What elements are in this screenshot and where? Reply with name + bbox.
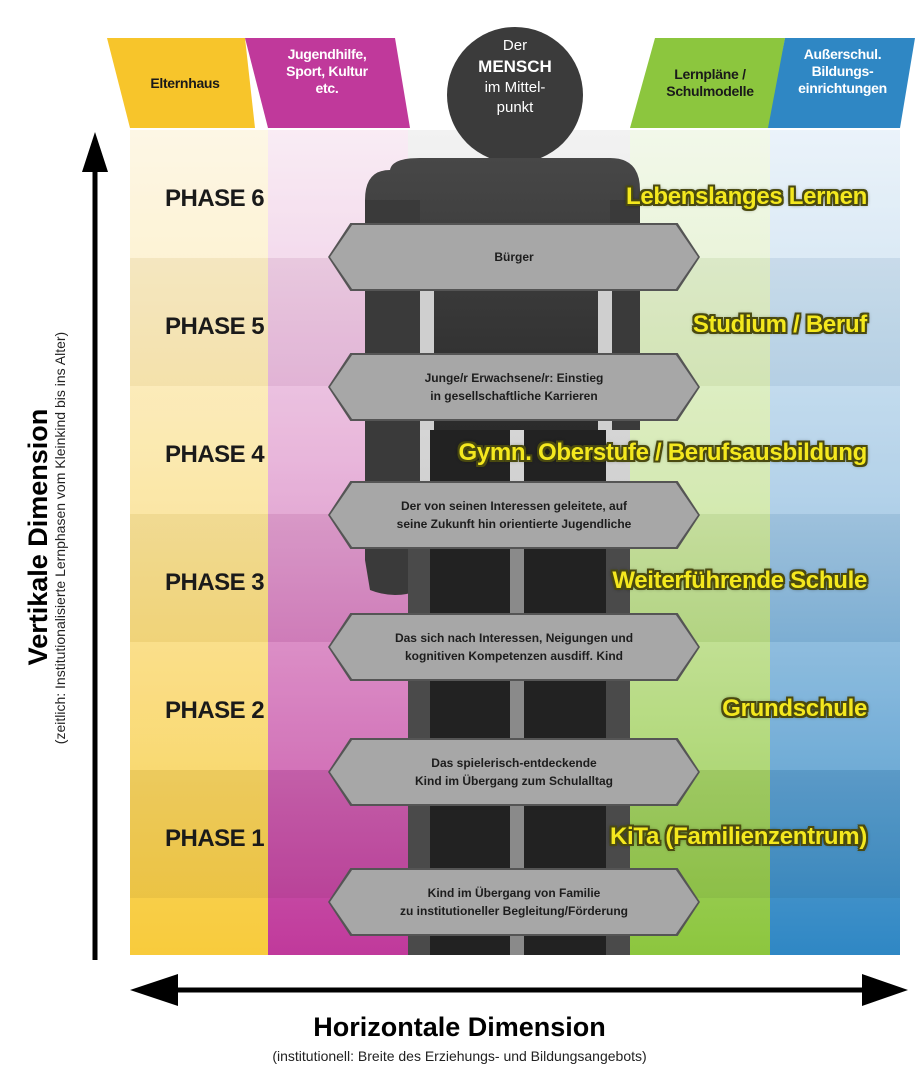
column-ausserschul	[770, 130, 900, 955]
stage-5-text: Junge/r Erwachsene/r: Einstieg in gesell…	[424, 371, 604, 403]
vertical-axis-subtitle: (zeitlich: Institutionalisierte Lernphas…	[52, 331, 68, 745]
horizontal-axis-arrowhead-left	[130, 974, 178, 1006]
header-ausserschul-shape	[768, 38, 915, 128]
header-ausserschul: Außerschul. Bildungs- einrichtungen	[798, 46, 887, 96]
head-line-3: im Mittel-	[484, 79, 546, 96]
stage-3-text: Das sich nach Interessen, Neigungen und …	[394, 631, 634, 663]
header-elternhaus-shape	[107, 38, 255, 128]
person-head	[447, 27, 583, 163]
stage-1-text: Kind im Übergang von Familie zu institut…	[400, 886, 628, 918]
stage-3-box: Das sich nach Interessen, Neigungen und …	[330, 615, 698, 679]
header-lernplaene: Lernpläne / Schulmodelle	[666, 66, 754, 99]
header-jugendhilfe-shape	[245, 38, 410, 128]
stage-1-box: Kind im Übergang von Familie zu institut…	[330, 870, 698, 934]
stage-4-text: Der von seinen Interessen geleitete, auf…	[396, 499, 632, 531]
head-line-1: Der	[502, 37, 528, 54]
stage-2-text: Das spielerisch-entdeckende Kind im Über…	[414, 756, 614, 788]
column-header-shapes	[107, 38, 915, 128]
institution-phase-1: KiTa (Familienzentrum)	[610, 823, 867, 850]
stage-5-box: Junge/r Erwachsene/r: Einstieg in gesell…	[330, 355, 698, 419]
institution-phase-4: Gymn. Oberstufe / Berufsausbildung	[458, 439, 867, 466]
center-head-text: Der MENSCH im Mittel- punkt	[447, 36, 583, 118]
head-line-2: MENSCH	[478, 57, 552, 76]
header-lernplaene-shape	[630, 38, 785, 128]
stage-2-box: Das spielerisch-entdeckende Kind im Über…	[330, 740, 698, 804]
header-elternhaus: Elternhaus	[150, 74, 220, 91]
stage-6-box: Bürger	[330, 225, 698, 289]
vertical-axis-arrowhead	[82, 132, 108, 172]
horizontal-axis-subtitle: (institutionell: Breite des Erziehungs- …	[272, 1048, 647, 1064]
header-jugendhilfe: Jugendhilfe, Sport, Kultur etc.	[286, 46, 368, 96]
stage-6-text: Bürger	[494, 250, 534, 264]
horizontal-axis-title: Horizontale Dimension	[313, 1012, 606, 1042]
institution-phase-6: Lebenslanges Lernen	[625, 183, 867, 210]
column-elternhaus	[130, 130, 268, 955]
institution-phase-2: Grundschule	[722, 695, 867, 722]
horizontal-axis-arrowhead-right	[862, 974, 908, 1006]
stage-4-box: Der von seinen Interessen geleitete, auf…	[330, 483, 698, 547]
head-line-4: punkt	[496, 99, 534, 116]
institution-phase-5: Studium / Beruf	[692, 311, 867, 338]
institution-phase-3: Weiterführende Schule	[612, 567, 867, 594]
